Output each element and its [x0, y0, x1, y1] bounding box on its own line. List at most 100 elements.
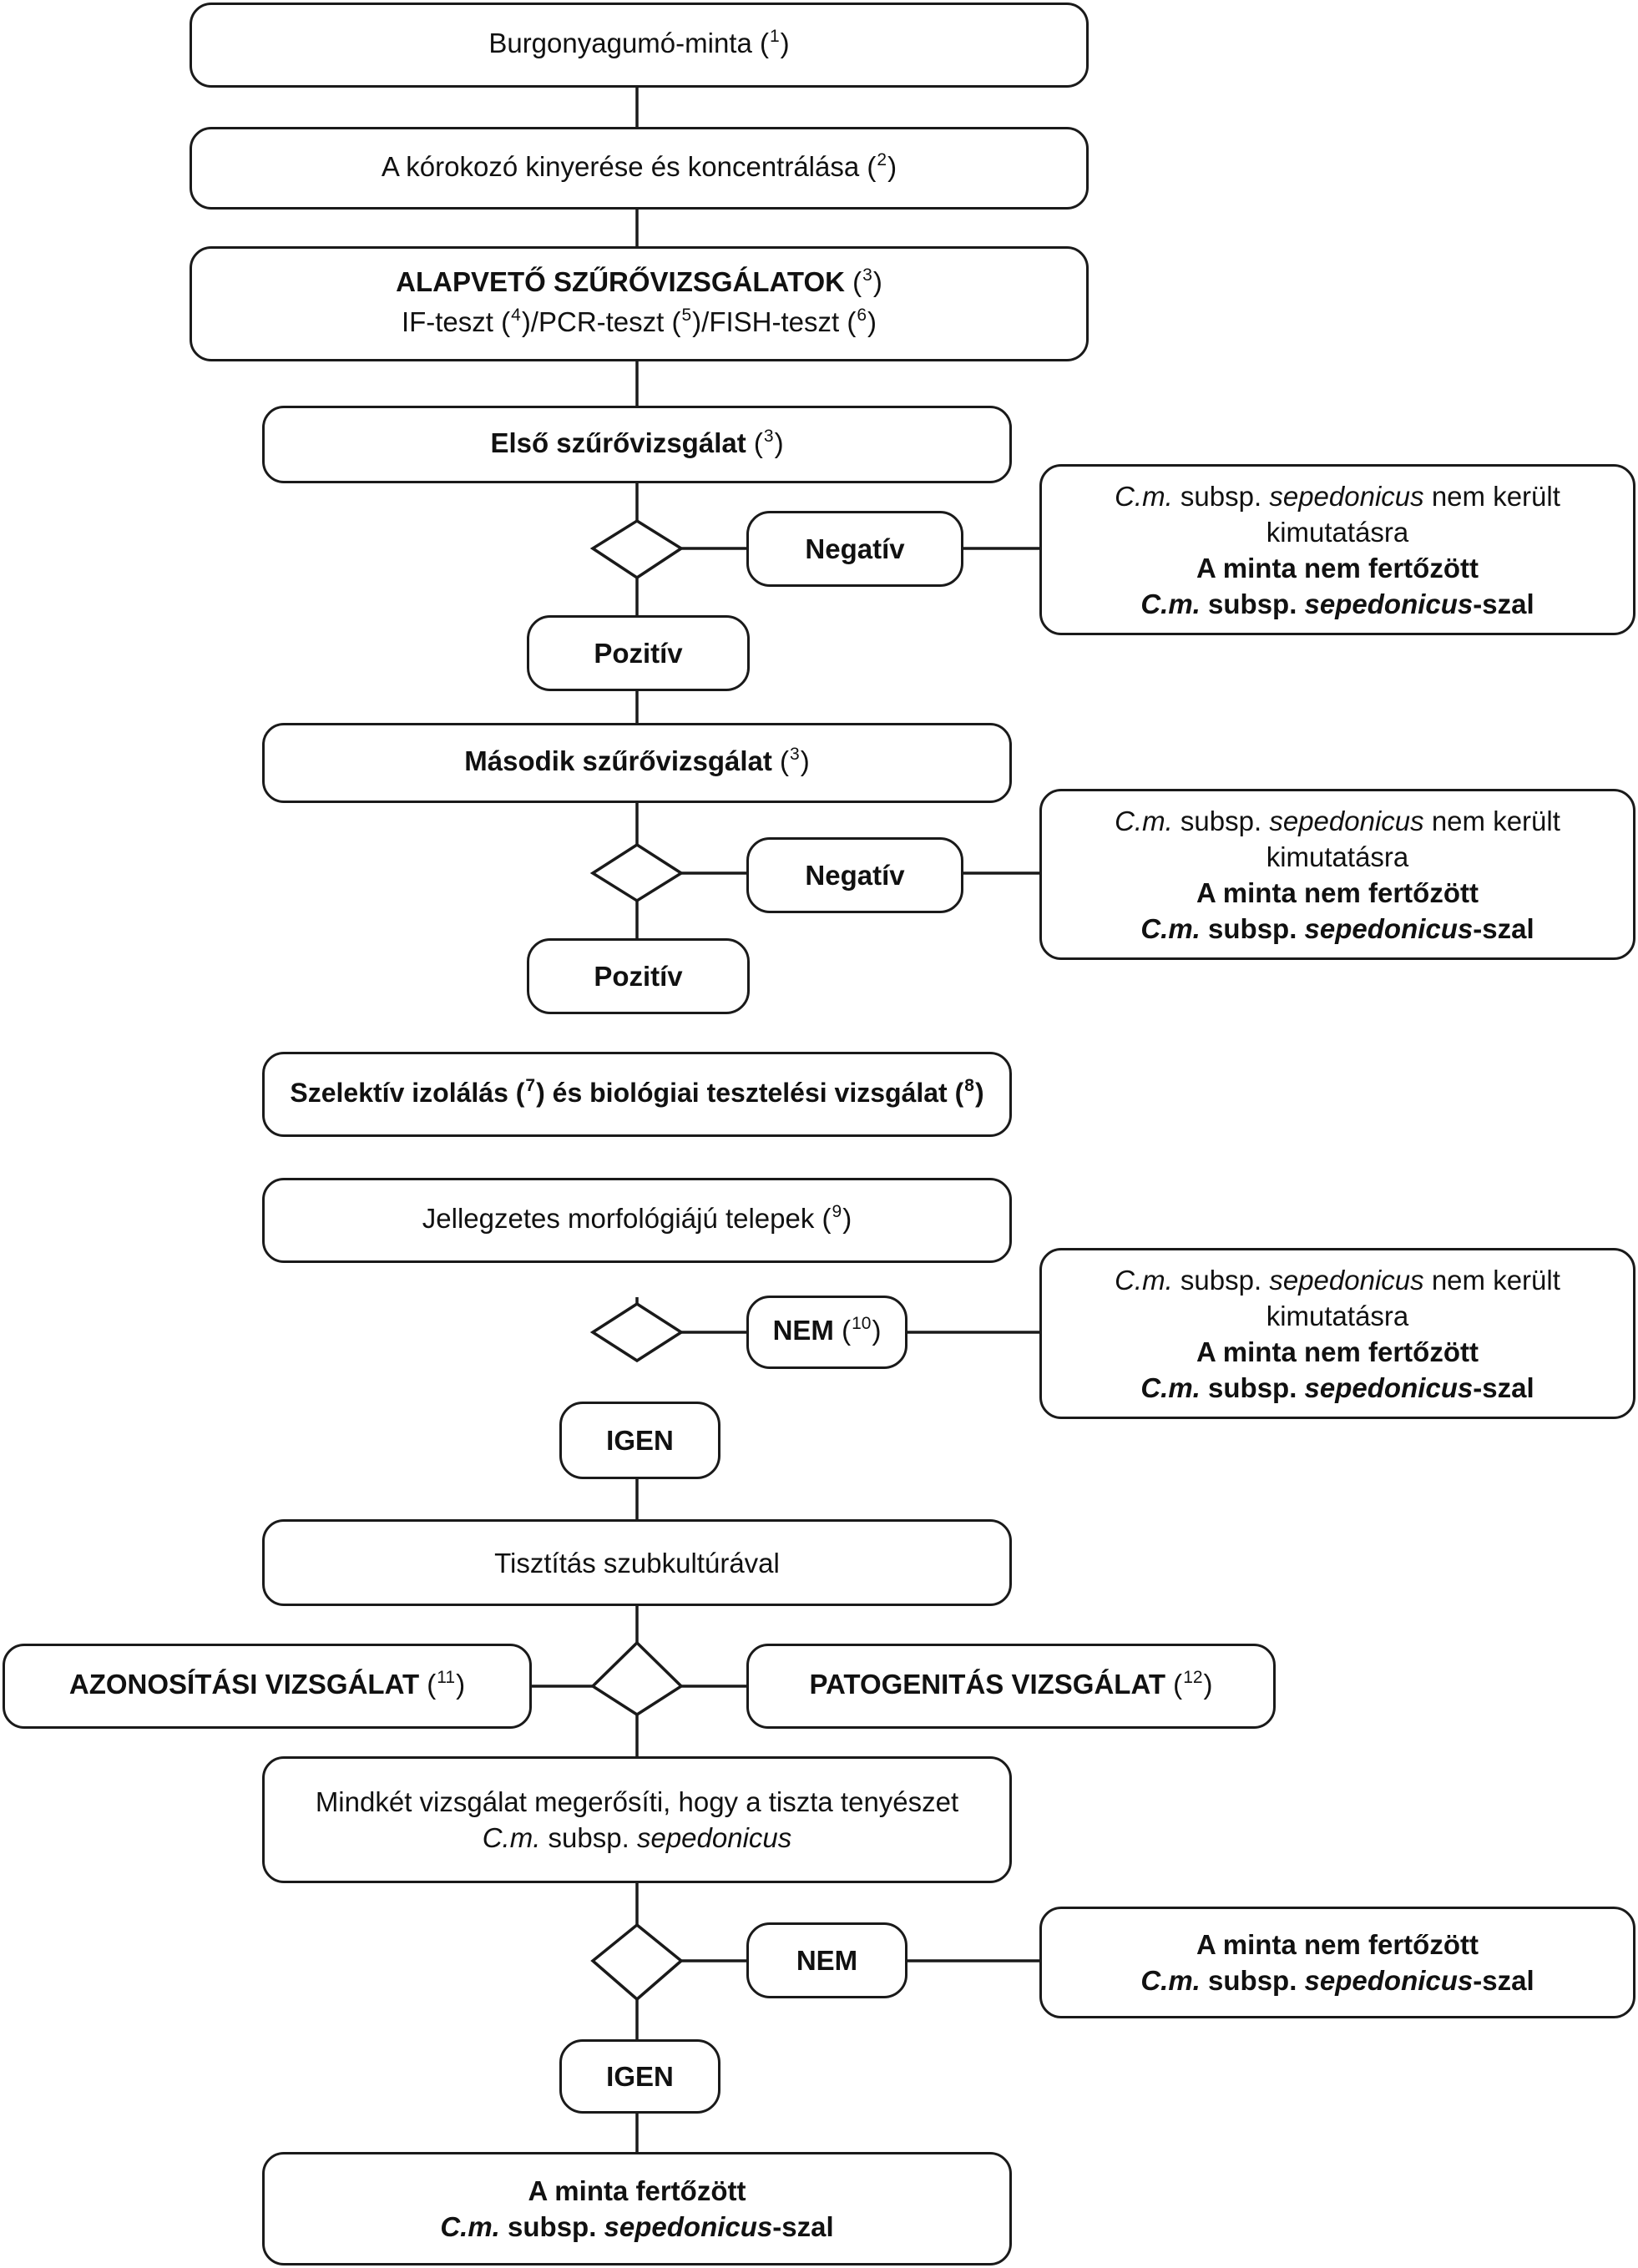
paren-close: ) [887, 150, 897, 182]
suffix-text: -szal [1473, 1371, 1534, 1403]
footnote-ref: 8 [964, 1075, 974, 1095]
paren-close: ) [456, 1669, 466, 1700]
node-extraction: A kórokozó kinyerése és koncentrálása (2… [190, 127, 1089, 210]
paren-close: ) [800, 745, 810, 776]
organism-name: sepedonicus [604, 2211, 773, 2242]
not-detected-text: nem került [1423, 805, 1560, 836]
decision-diamond-3 [589, 1301, 685, 1363]
label-yes-text: IGEN [606, 1425, 674, 1456]
organism-abbr: C.m. [440, 2211, 500, 2242]
paren-open: ( [419, 1669, 437, 1700]
not-infected-text: A minta nem fertőzött [1196, 876, 1479, 908]
organism-name: sepedonicus [1304, 1371, 1474, 1403]
not-infected-text: A minta nem fertőzött [1196, 1929, 1479, 1960]
node-sample-text: Burgonyagumó-minta ( [488, 28, 769, 58]
node-purification-text: Tisztítás szubkultúrával [494, 1547, 780, 1579]
organism-name: sepedonicus [1304, 912, 1474, 944]
test-fish: )/FISH-teszt ( [692, 306, 857, 337]
label-positive-text: Pozitív [594, 961, 683, 992]
footnote-ref: 9 [832, 1202, 842, 1221]
paren-close: ) [872, 266, 882, 297]
not-detected-line2: kimutatásra [1266, 841, 1409, 872]
subsp-text: subsp. [1200, 912, 1305, 944]
footnote-ref: 6 [857, 306, 867, 325]
paren-close: ) [867, 306, 877, 337]
label-no-text: NEM [796, 1945, 858, 1976]
node-first-screen: Első szűrővizsgálat (3) [262, 406, 1012, 483]
node-colonies-text: Jellegzetes morfológiájú telepek ( [422, 1203, 832, 1234]
node-second-screen: Második szűrővizsgálat (3) [262, 723, 1012, 803]
suffix-text: -szal [1473, 1965, 1534, 1996]
node-infected-line1: A minta fertőzött [528, 2175, 746, 2206]
outcome-not-infected: A minta nem fertőzött C.m. subsp. sepedo… [1039, 1907, 1635, 2018]
node-screening-title: ALAPVETŐ SZŰRŐVIZSGÁLATOK [396, 266, 845, 297]
paren-close: ) [1203, 1669, 1213, 1700]
suffix-text: -szal [1473, 912, 1534, 944]
decision-diamond-4 [590, 1640, 684, 1717]
footnote-ref: 7 [525, 1075, 536, 1095]
paren-close: ) [780, 28, 790, 58]
organism-abbr: C.m. [1140, 1965, 1201, 1996]
organism-abbr: C.m. [1115, 805, 1173, 836]
organism-abbr: C.m. [1140, 912, 1201, 944]
subsp-text: subsp. [1172, 480, 1270, 512]
decision-diamond-5 [590, 1922, 684, 2002]
organism-abbr: C.m. [1140, 1371, 1201, 1403]
outcome-not-detected-3: C.m. subsp. sepedonicus nem került kimut… [1039, 1248, 1635, 1419]
organism-abbr: C.m. [1140, 588, 1201, 619]
subsp-text: subsp. [1172, 805, 1270, 836]
not-detected-text: nem került [1423, 1264, 1560, 1296]
footnote-ref: 10 [852, 1314, 872, 1333]
paren-open: ( [833, 1315, 852, 1346]
node-extraction-text: A kórokozó kinyerése és koncentrálása ( [381, 150, 877, 182]
paren-close: ) [774, 427, 784, 458]
node-pathogenicity: PATOGENITÁS VIZSGÁLAT (12) [746, 1644, 1276, 1729]
label-negative-text: Negatív [805, 860, 905, 891]
node-second-screen-text: Második szűrővizsgálat [464, 745, 772, 776]
suffix-text: -szal [1473, 588, 1534, 619]
node-sample: Burgonyagumó-minta (1) [190, 3, 1089, 88]
organism-name: sepedonicus [1269, 805, 1424, 836]
node-screening: ALAPVETŐ SZŰRŐVIZSGÁLATOK (3) IF-teszt (… [190, 246, 1089, 361]
node-first-screen-text: Első szűrővizsgálat [490, 427, 746, 458]
paren-open: ( [771, 745, 790, 776]
node-confirm: Mindkét vizsgálat megerősíti, hogy a tis… [262, 1756, 1012, 1883]
paren-close: ) [974, 1077, 984, 1108]
subsp-text: subsp. [1172, 1264, 1270, 1296]
subsp-text: subsp. [1200, 588, 1305, 619]
footnote-ref: 4 [511, 306, 521, 325]
organism-name: sepedonicus [1269, 480, 1424, 512]
footnote-ref: 1 [769, 27, 780, 46]
not-detected-line2: kimutatásra [1266, 516, 1409, 548]
not-infected-text: A minta nem fertőzött [1196, 1336, 1479, 1367]
paren-close: ) [872, 1315, 882, 1346]
footnote-ref: 3 [763, 426, 774, 446]
label-yes-1: IGEN [559, 1402, 720, 1479]
label-negative-2: Negatív [746, 837, 963, 913]
paren-open: ( [844, 266, 862, 297]
outcome-not-detected-1: C.m. subsp. sepedonicus nem került kimut… [1039, 464, 1635, 635]
organism-abbr: C.m. [1115, 480, 1173, 512]
decision-diamond-1 [589, 518, 685, 580]
label-no-10: NEM (10) [746, 1296, 907, 1369]
footnote-ref: 5 [681, 306, 692, 325]
paren-close: ) [842, 1203, 852, 1234]
test-pcr: )/PCR-teszt ( [521, 306, 681, 337]
footnote-ref: 12 [1183, 1668, 1203, 1687]
isolation-text-a: Szelektív izolálás ( [290, 1077, 525, 1108]
label-no: NEM [746, 1922, 907, 1998]
node-infected: A minta fertőzött C.m. subsp. sepedonicu… [262, 2152, 1012, 2265]
subsp-text: subsp. [540, 1822, 637, 1853]
label-no-text: NEM [772, 1315, 834, 1346]
organism-name: sepedonicus [1269, 1264, 1424, 1296]
label-negative-text: Negatív [805, 533, 905, 564]
organism-abbr: C.m. [482, 1822, 541, 1853]
subsp-text: subsp. [1200, 1965, 1305, 1996]
node-identification: AZONOSÍTÁSI VIZSGÁLAT (11) [3, 1644, 532, 1729]
label-yes-text: IGEN [606, 2061, 674, 2092]
subsp-text: subsp. [1200, 1371, 1305, 1403]
not-detected-line2: kimutatásra [1266, 1300, 1409, 1331]
node-colonies: Jellegzetes morfológiájú telepek (9) [262, 1178, 1012, 1263]
node-pathogenicity-text: PATOGENITÁS VIZSGÁLAT [809, 1669, 1166, 1700]
label-positive-text: Pozitív [594, 638, 683, 669]
